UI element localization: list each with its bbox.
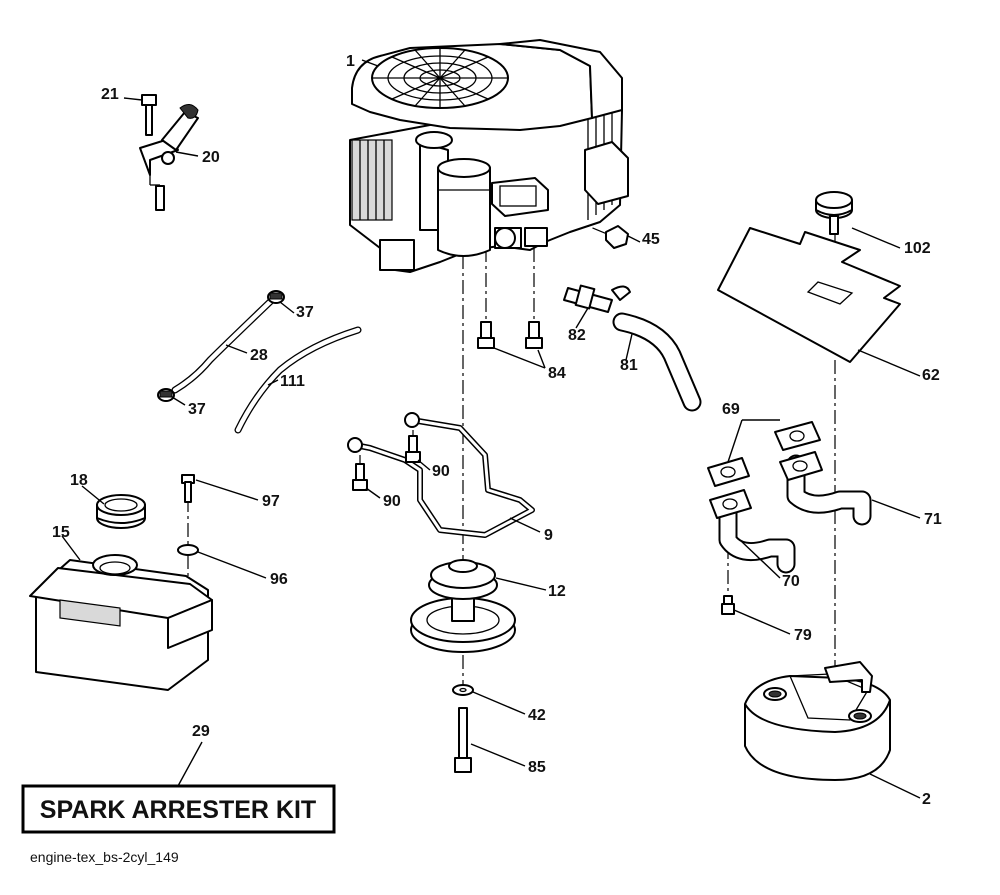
engine (349, 39, 629, 273)
fuel-line-28 (171, 296, 276, 394)
callout-1: 1 (346, 53, 355, 70)
heat-shield-62 (717, 227, 901, 363)
cylinder-fins (351, 139, 393, 221)
callout-84: 84 (548, 365, 566, 382)
callout-18: 18 (70, 472, 88, 489)
callout-81: 81 (620, 357, 638, 374)
callout-15: 15 (52, 524, 70, 541)
callout-85: 85 (528, 759, 546, 776)
spark-arrester-kit-label: SPARK ARRESTER KIT (40, 796, 316, 824)
diagram-caption: engine-tex_bs-2cyl_149 (30, 849, 179, 865)
callout-102: 102 (904, 240, 931, 257)
callout-90-top: 90 (432, 463, 450, 480)
exhaust-pipe-71 (786, 454, 872, 526)
bolts-84 (477, 321, 543, 349)
bolts-90 (352, 435, 421, 491)
muffler-2 (744, 661, 891, 781)
nut-45 (605, 225, 629, 249)
fuel-tank-15 (29, 554, 213, 691)
pulley-12 (410, 559, 516, 653)
callout-21: 21 (101, 86, 119, 103)
callout-12: 12 (548, 583, 566, 600)
callout-28: 28 (250, 347, 268, 364)
screw-97 (181, 474, 195, 503)
fuel-cap-18 (96, 494, 146, 529)
callout-70: 70 (782, 573, 800, 590)
callout-20: 20 (202, 149, 220, 166)
callout-29: 29 (192, 723, 210, 740)
callout-96: 96 (270, 571, 288, 588)
callout-9: 9 (544, 527, 553, 544)
fitting-82 (563, 284, 631, 313)
breather-hose-81 (612, 312, 702, 412)
callout-111: 111 (280, 373, 305, 390)
callout-82: 82 (568, 327, 586, 344)
callout-45: 45 (642, 231, 660, 248)
fuel-line-111 (234, 326, 362, 434)
callout-79: 79 (794, 627, 812, 644)
callout-90-bottom: 90 (383, 493, 401, 510)
bolt-85 (454, 707, 472, 773)
callout-71: 71 (924, 511, 942, 528)
callout-2: 2 (922, 791, 931, 808)
knob-102 (815, 191, 853, 235)
callout-37-top: 37 (296, 304, 314, 321)
exhaust-gaskets-69 (707, 421, 823, 519)
callout-62: 62 (922, 367, 940, 384)
callout-numbers: 1 2 9 12 15 18 20 21 28 29 37 37 42 45 6… (52, 53, 942, 808)
leader-lines (61, 59, 921, 799)
washer-96 (177, 544, 199, 556)
washer-42 (452, 684, 474, 696)
throttle-control (139, 104, 199, 211)
bolt-21 (141, 94, 157, 136)
exhaust-pipe-70 (718, 498, 796, 574)
hose-clamps (157, 290, 285, 402)
callout-97: 97 (262, 493, 280, 510)
spark-arrester-kit-box: SPARK ARRESTER KIT (21, 784, 336, 834)
callout-37-bottom: 37 (188, 401, 206, 418)
callout-42: 42 (528, 707, 546, 724)
callout-69: 69 (722, 401, 740, 418)
bolt-79 (721, 595, 735, 615)
flywheel-screen (371, 47, 509, 109)
